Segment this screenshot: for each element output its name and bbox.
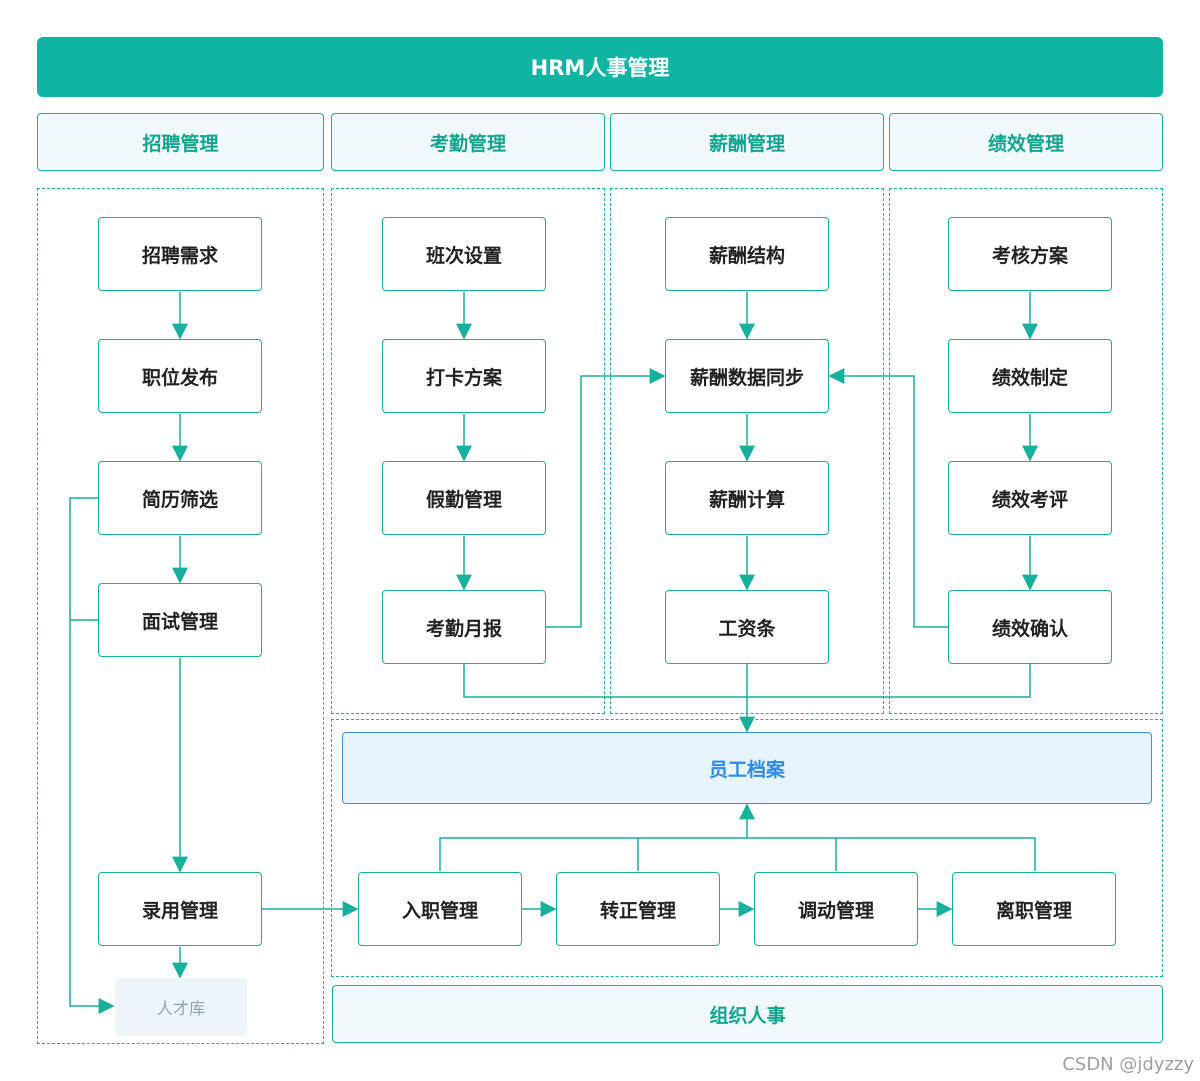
node-leave-management[interactable]: 假勤管理 — [382, 461, 546, 535]
node-performance-confirmation[interactable]: 绩效确认 — [948, 590, 1112, 664]
node-onboarding[interactable]: 入职管理 — [358, 872, 522, 946]
recruitment-region — [37, 188, 324, 1044]
node-performance-setting[interactable]: 绩效制定 — [948, 339, 1112, 413]
node-attendance-monthly-report[interactable]: 考勤月报 — [382, 590, 546, 664]
column-header-performance: 绩效管理 — [889, 113, 1163, 171]
performance-region — [889, 188, 1163, 714]
node-payslip[interactable]: 工资条 — [665, 590, 829, 664]
column-header-attendance: 考勤管理 — [331, 113, 605, 171]
node-salary-structure[interactable]: 薪酬结构 — [665, 217, 829, 291]
column-header-recruitment: 招聘管理 — [37, 113, 324, 171]
attendance-region — [331, 188, 605, 714]
column-header-payroll: 薪酬管理 — [610, 113, 884, 171]
page-title: HRM人事管理 — [37, 37, 1163, 97]
node-clock-in-plan[interactable]: 打卡方案 — [382, 339, 546, 413]
node-performance-review[interactable]: 绩效考评 — [948, 461, 1112, 535]
node-recruitment-demand[interactable]: 招聘需求 — [98, 217, 262, 291]
node-interview-management[interactable]: 面试管理 — [98, 583, 262, 657]
node-resume-screening[interactable]: 简历筛选 — [98, 461, 262, 535]
watermark: CSDN @jdyzzy — [1062, 1054, 1194, 1075]
node-probation-confirmation[interactable]: 转正管理 — [556, 872, 720, 946]
node-assessment-plan[interactable]: 考核方案 — [948, 217, 1112, 291]
node-job-posting[interactable]: 职位发布 — [98, 339, 262, 413]
org-personnel-bar: 组织人事 — [332, 985, 1163, 1043]
node-shift-settings[interactable]: 班次设置 — [382, 217, 546, 291]
node-employee-archive[interactable]: 员工档案 — [342, 732, 1152, 804]
node-salary-data-sync[interactable]: 薪酬数据同步 — [665, 339, 829, 413]
node-transfer-management[interactable]: 调动管理 — [754, 872, 918, 946]
node-resignation-management[interactable]: 离职管理 — [952, 872, 1116, 946]
node-salary-calculation[interactable]: 薪酬计算 — [665, 461, 829, 535]
node-hiring-management[interactable]: 录用管理 — [98, 872, 262, 946]
node-talent-pool[interactable]: 人才库 — [115, 978, 247, 1036]
